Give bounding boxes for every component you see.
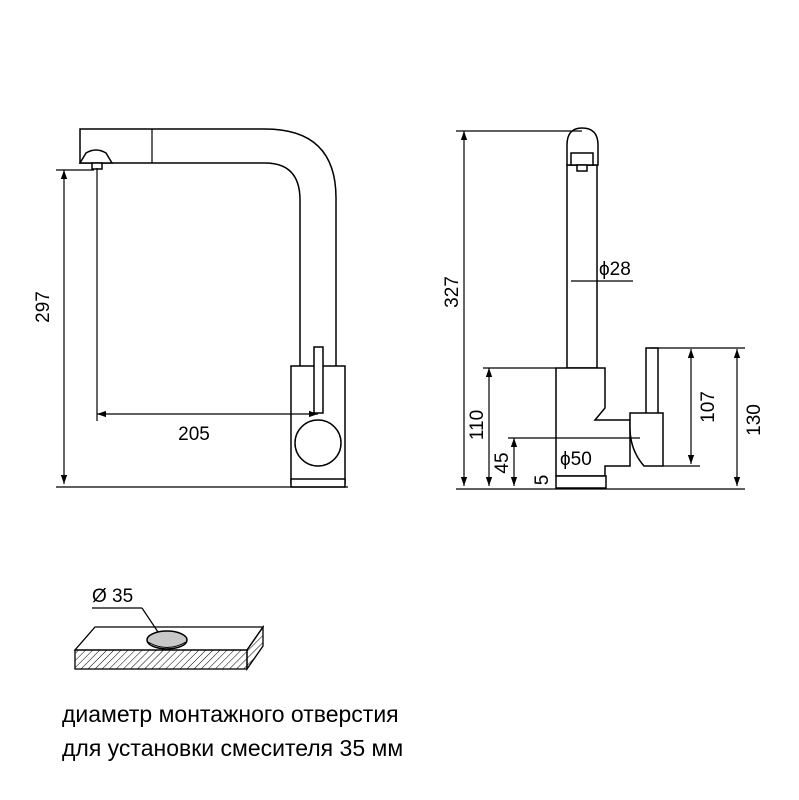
front-aerator bbox=[78, 149, 114, 164]
hole-diameter-label: Ø 35 bbox=[92, 586, 133, 607]
pipe-diameter-label: ϕ28 bbox=[599, 259, 631, 280]
front-base bbox=[290, 478, 346, 488]
mounting-hole bbox=[146, 630, 188, 650]
mounting-hole-edge bbox=[147, 641, 187, 648]
side-nozzle bbox=[570, 152, 594, 166]
base-thickness-label: 5 bbox=[532, 475, 553, 486]
base-diameter-label: ϕ50 bbox=[560, 449, 592, 470]
side-base bbox=[555, 475, 607, 489]
plate-front-face bbox=[74, 649, 248, 670]
side-view: 327 ϕ28 110 45 ϕ50 5 107 130 bbox=[442, 127, 765, 490]
front-view: 297 205 bbox=[33, 128, 348, 488]
front-reach-label: 205 bbox=[178, 424, 210, 445]
low-level-label: 45 bbox=[492, 452, 513, 473]
caption-line-2: для установки смесителя 35 мм bbox=[62, 735, 403, 761]
front-height-label: 297 bbox=[33, 291, 54, 323]
side-handle-stem bbox=[645, 347, 659, 419]
caption-line-1: диаметр монтажного отверстия bbox=[62, 701, 399, 727]
side-handle bbox=[629, 412, 664, 467]
side-total-height-label: 327 bbox=[442, 276, 463, 308]
front-cartridge bbox=[294, 419, 342, 467]
hole-diameter-leader-d bbox=[141, 607, 159, 633]
body-height-label: 110 bbox=[467, 410, 488, 440]
front-lever bbox=[313, 346, 324, 414]
mounting-plate: Ø 35 bbox=[73, 586, 265, 672]
plate-side-face bbox=[246, 624, 264, 672]
handle-top-label: 130 bbox=[744, 404, 765, 436]
handle-height-label: 107 bbox=[698, 391, 719, 423]
front-spout bbox=[79, 128, 337, 369]
side-pipe bbox=[566, 164, 598, 369]
side-nozzle-tip bbox=[576, 164, 588, 172]
